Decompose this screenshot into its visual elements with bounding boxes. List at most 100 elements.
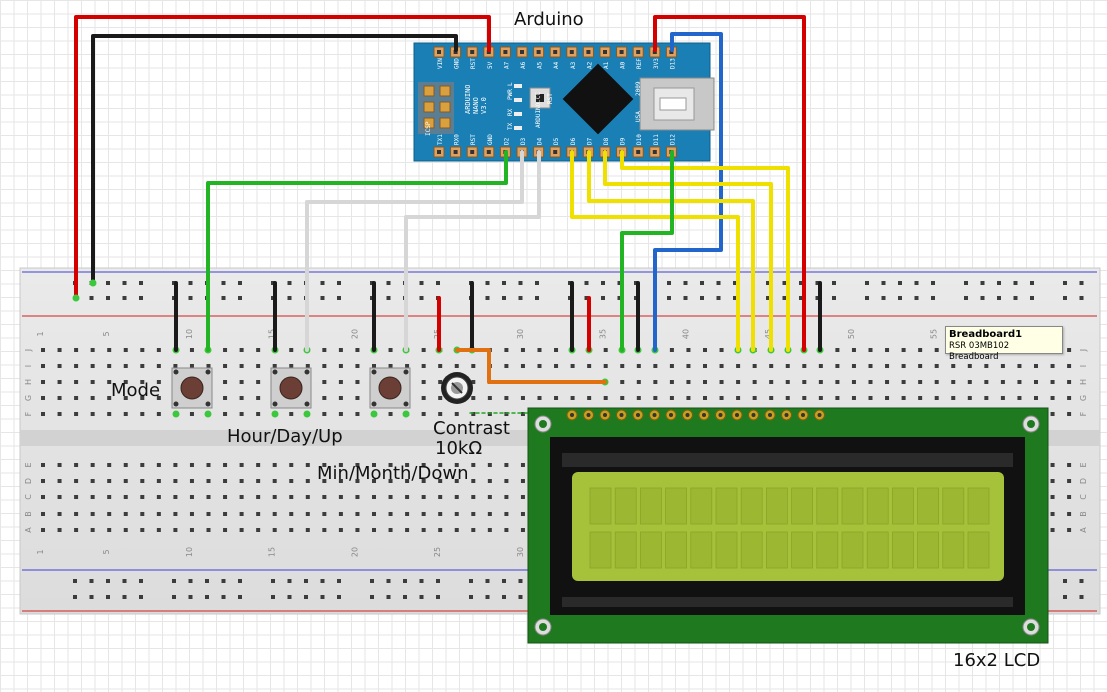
- breadboard-hole: [1034, 380, 1038, 384]
- breadboard-hole: [520, 528, 525, 532]
- breadboard-hole: [984, 380, 989, 384]
- rail-hole: [733, 281, 737, 285]
- breadboard-hole: [239, 512, 244, 516]
- row-letter: G: [1079, 395, 1088, 401]
- breadboard-hole: [355, 380, 360, 384]
- rail-hole: [221, 579, 226, 583]
- breadboard-hole: [189, 463, 194, 467]
- breadboard-hole: [504, 463, 509, 467]
- nano-silkscreen-text: RST: [547, 93, 554, 104]
- row-letter: I: [1079, 365, 1088, 367]
- rail-hole: [799, 281, 803, 285]
- breadboard-hole: [140, 528, 145, 532]
- connection-point: [402, 410, 410, 418]
- rail-hole: [799, 296, 803, 300]
- wire-endpoints: [72, 279, 97, 302]
- breadboard-hole: [123, 380, 128, 384]
- min-month-down-label: Min/Month/Down: [317, 463, 469, 484]
- rail-hole: [139, 579, 143, 583]
- rail-hole: [89, 579, 94, 583]
- rail-hole: [485, 281, 490, 285]
- row-letter: E: [24, 462, 33, 467]
- breadboard-hole: [338, 380, 343, 384]
- breadboard-hole: [653, 380, 658, 384]
- breadboard-hole: [421, 495, 426, 499]
- breadboard-hole: [90, 348, 95, 352]
- rail-hole: [205, 579, 209, 583]
- rail-hole: [188, 281, 193, 285]
- rail-hole: [89, 595, 94, 599]
- column-number: 45: [764, 329, 773, 339]
- breadboard-hole: [851, 396, 856, 400]
- rail-hole: [287, 579, 292, 583]
- breadboard-hole: [686, 348, 691, 352]
- column-number: 55: [930, 329, 939, 339]
- rail-hole: [370, 579, 374, 583]
- breadboard-hole: [123, 348, 128, 352]
- breadboard-hole: [785, 396, 790, 400]
- rail-hole: [403, 579, 407, 583]
- rail-hole: [337, 595, 341, 599]
- breadboard-hole: [620, 396, 625, 400]
- column-number: 20: [350, 547, 359, 557]
- breadboard-hole: [554, 348, 559, 352]
- breadboard-hole: [305, 512, 310, 516]
- breadboard-hole: [57, 479, 62, 483]
- breadboard-hole: [885, 364, 890, 368]
- breadboard-hole: [305, 495, 310, 499]
- nano-silkscreen-text: V3.0: [480, 97, 488, 114]
- rail-hole: [188, 296, 193, 300]
- rail-hole: [485, 595, 490, 599]
- breadboard-hole: [504, 396, 509, 400]
- breadboard-hole: [653, 396, 658, 400]
- breadboard-hole: [405, 512, 410, 516]
- breadboard-hole: [1067, 495, 1072, 499]
- breadboard-hole: [223, 348, 228, 352]
- breadboard-hole: [322, 512, 327, 516]
- rail-hole: [865, 281, 869, 285]
- rail-hole: [419, 579, 424, 583]
- breadboard-hole: [189, 479, 194, 483]
- breadboard-hole: [206, 364, 211, 368]
- rail-hole: [898, 281, 902, 285]
- nano-pin-label: D10: [636, 134, 643, 145]
- column-number: 10: [185, 329, 194, 339]
- breadboard-hole: [752, 364, 757, 368]
- breadboard-hole: [951, 396, 956, 400]
- nano-pin-label: A0: [620, 61, 627, 69]
- connection-point: [370, 410, 378, 418]
- row-letter: D: [1079, 478, 1088, 484]
- breadboard-hole: [421, 479, 426, 483]
- breadboard-hole: [454, 463, 459, 467]
- breadboard-hole: [802, 380, 807, 384]
- nano-pin-label: A1: [603, 61, 610, 69]
- nano-silkscreen-text: NANO: [472, 97, 480, 114]
- nano-pin-label: D3: [520, 137, 527, 145]
- breadboard-hole: [74, 348, 79, 352]
- wire-d4-white: [404, 150, 541, 352]
- breadboard-hole: [471, 479, 476, 483]
- breadboard-hole: [90, 512, 95, 516]
- breadboard-hole: [355, 495, 360, 499]
- row-letter: D: [24, 478, 33, 484]
- breadboard-hole: [520, 364, 525, 368]
- breadboard-hole: [603, 396, 608, 400]
- breadboard-hole: [520, 412, 525, 416]
- breadboard-hole: [322, 463, 327, 467]
- breadboard-hole: [322, 348, 327, 352]
- breadboard-hole: [338, 479, 343, 483]
- breadboard-hole: [57, 412, 62, 416]
- lcd-character-cell: [665, 531, 687, 569]
- nano-pin-label: D6: [570, 137, 577, 145]
- rail-hole: [931, 296, 935, 300]
- breadboard-hole: [438, 412, 443, 416]
- breadboard-hole: [206, 463, 211, 467]
- breadboard-hole: [885, 348, 890, 352]
- row-letter: I: [24, 365, 33, 367]
- breadboard-hole: [703, 396, 707, 400]
- lcd-character-cell: [917, 531, 939, 569]
- breadboard-hole: [388, 412, 393, 416]
- row-letter: A: [1079, 527, 1088, 533]
- breadboard-hole: [41, 348, 45, 352]
- column-number: 25: [433, 547, 442, 557]
